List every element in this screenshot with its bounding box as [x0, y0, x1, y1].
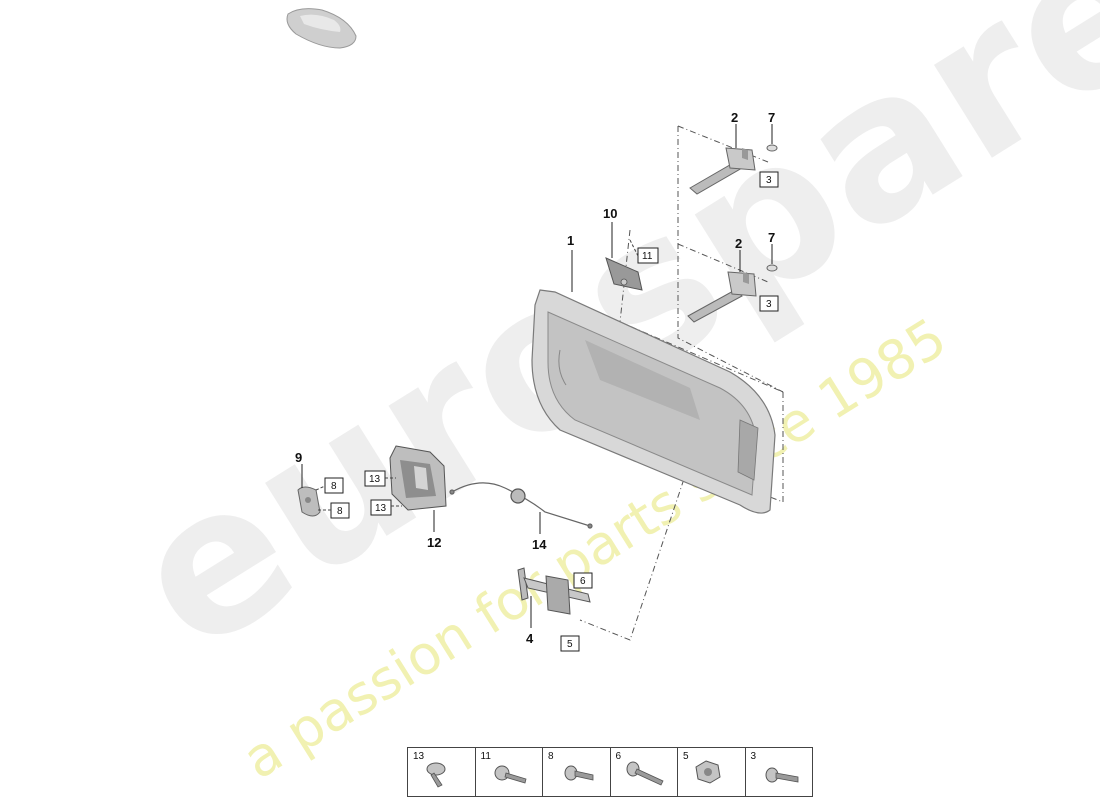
callout-label: 4	[526, 631, 534, 646]
car-thumbnail-icon	[286, 8, 357, 49]
nut-5-icon	[695, 760, 721, 784]
svg-text:3: 3	[766, 175, 772, 186]
legend-cell: 11	[476, 748, 543, 796]
legend-cell: 13	[408, 748, 476, 796]
bolt-3-icon	[765, 767, 798, 783]
legend-cell: 3	[746, 748, 813, 796]
catch-plate	[297, 486, 321, 517]
leader-lines	[301, 124, 773, 628]
callout-label: 10	[603, 206, 617, 221]
legend-number: 13	[413, 751, 425, 762]
ref-box: 6	[573, 572, 593, 589]
callout-label: 14	[532, 537, 547, 552]
callout-label: 2	[731, 110, 738, 125]
legend-number: 5	[683, 751, 689, 762]
ref-box: 3	[759, 171, 779, 188]
ref-box: 8	[324, 477, 344, 494]
legend-number: 11	[480, 751, 491, 762]
callout-label: 12	[427, 535, 441, 550]
legend-cell: 5	[678, 748, 746, 796]
callout-label: 7	[768, 230, 775, 245]
legend-number: 8	[548, 751, 554, 762]
release-cable	[449, 482, 593, 529]
svg-text:8: 8	[337, 506, 343, 517]
hinge-upper	[689, 147, 756, 195]
clip-lower-icon	[766, 264, 778, 272]
callout-label: 9	[295, 450, 302, 465]
ref-box: 13	[364, 470, 386, 487]
callout-label: 7	[768, 110, 775, 125]
ref-box: 8	[330, 502, 350, 519]
clip-upper-icon	[766, 144, 778, 152]
bracket	[605, 257, 643, 291]
screw-6-icon	[626, 761, 664, 786]
box-leaders	[315, 239, 639, 511]
door-panel	[531, 289, 776, 514]
svg-text:13: 13	[369, 474, 381, 485]
fastener-legend: 13 11 8 6 5 3	[407, 747, 813, 797]
boxed-refs: 3 3 11 8 8 13 13 6 5	[324, 171, 779, 652]
ref-box: 11	[637, 247, 659, 264]
callout-label: 1	[567, 233, 574, 248]
legend-number: 3	[750, 751, 757, 762]
legend-cell: 8	[543, 748, 611, 796]
screw-13-icon	[426, 762, 446, 788]
door-lock	[389, 445, 447, 511]
svg-text:3: 3	[766, 299, 772, 310]
ref-box: 5	[560, 635, 580, 652]
screw-11-icon	[494, 765, 526, 784]
svg-text:11: 11	[642, 251, 653, 262]
svg-text:13: 13	[375, 503, 387, 514]
callout-label: 2	[735, 236, 742, 251]
legend-cell: 6	[611, 748, 678, 796]
svg-text:5: 5	[567, 639, 573, 650]
ref-box: 13	[370, 499, 392, 516]
hinge-lower	[687, 271, 757, 323]
svg-text:6: 6	[580, 576, 586, 587]
legend-number: 6	[615, 751, 622, 762]
screw-8-icon	[564, 765, 594, 781]
door-check-strap	[517, 567, 591, 615]
svg-text:8: 8	[331, 481, 337, 492]
ref-box: 3	[759, 295, 779, 312]
callouts: 1 2 2 4 7 7 9 10 12 14	[295, 110, 775, 646]
